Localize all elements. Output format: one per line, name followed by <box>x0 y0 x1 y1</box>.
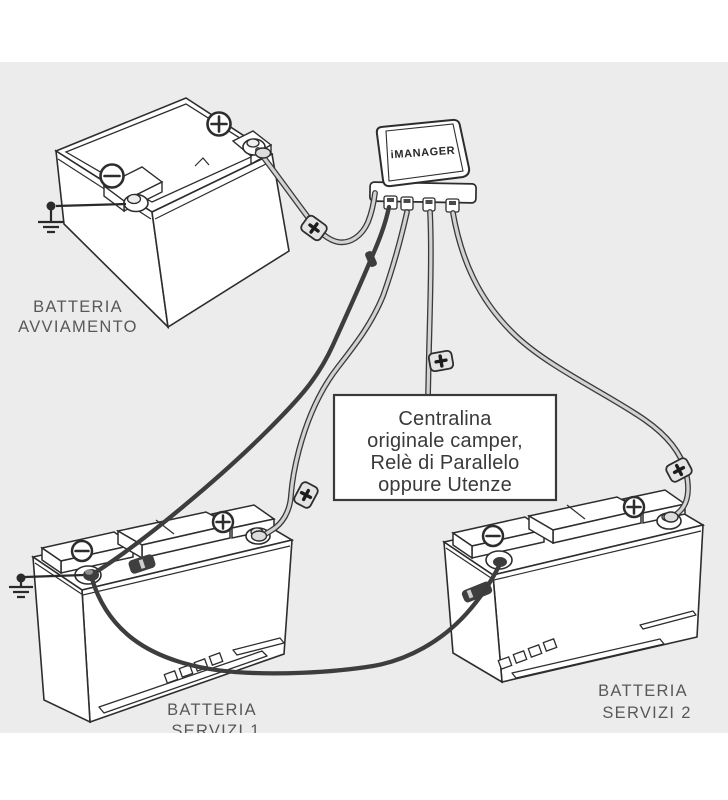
battery-manager-device: iMANAGER <box>369 118 477 213</box>
battery1-top-connector <box>128 554 156 574</box>
wire-ground-black <box>93 204 392 575</box>
bottom-crop-band <box>0 733 728 800</box>
info-box-line1: Centralina <box>398 408 492 430</box>
starter-ground-icon <box>38 201 127 234</box>
battery2-positive-lug <box>663 511 679 523</box>
wire-negative-link <box>89 563 502 676</box>
starter-plus-icon <box>206 111 232 137</box>
starter-battery-illustration <box>54 97 290 330</box>
wire-centralina <box>425 209 434 400</box>
service2-label-line1: BATTERIA <box>598 682 688 700</box>
ground-wire-connector <box>365 251 377 267</box>
service-battery-2-illustration <box>442 488 706 684</box>
starter-positive-lug <box>254 147 272 159</box>
info-box: Centralina originale camper, Relè di Par… <box>332 393 558 502</box>
wiring <box>83 147 691 676</box>
manager-brand-label: iMANAGER <box>390 145 455 161</box>
manager-lid <box>375 118 471 188</box>
starter-label-line1: BATTERIA <box>33 298 123 316</box>
battery1-negative-lug-top <box>85 569 93 575</box>
battery2-negative-lug <box>493 557 507 567</box>
top-crop-band <box>0 0 728 62</box>
info-box-line4: oppure Utenze <box>378 474 512 496</box>
wire-service1-positive <box>255 209 410 541</box>
info-box-line2: originale camper, <box>367 430 523 452</box>
battery1-positive-lug <box>250 530 268 542</box>
starter-label-line2: AVVIAMENTO <box>18 318 138 336</box>
service1-ground-icon <box>9 573 85 599</box>
service1-label-line1: BATTERIA <box>167 701 257 719</box>
info-box-line3: Relè di Parallelo <box>370 452 519 474</box>
service2-label-line2: SERVIZI 2 <box>602 704 691 722</box>
wire-starter-positive <box>255 147 378 246</box>
wire-service2-positive <box>450 210 691 521</box>
starter-minus-icon <box>99 163 125 189</box>
